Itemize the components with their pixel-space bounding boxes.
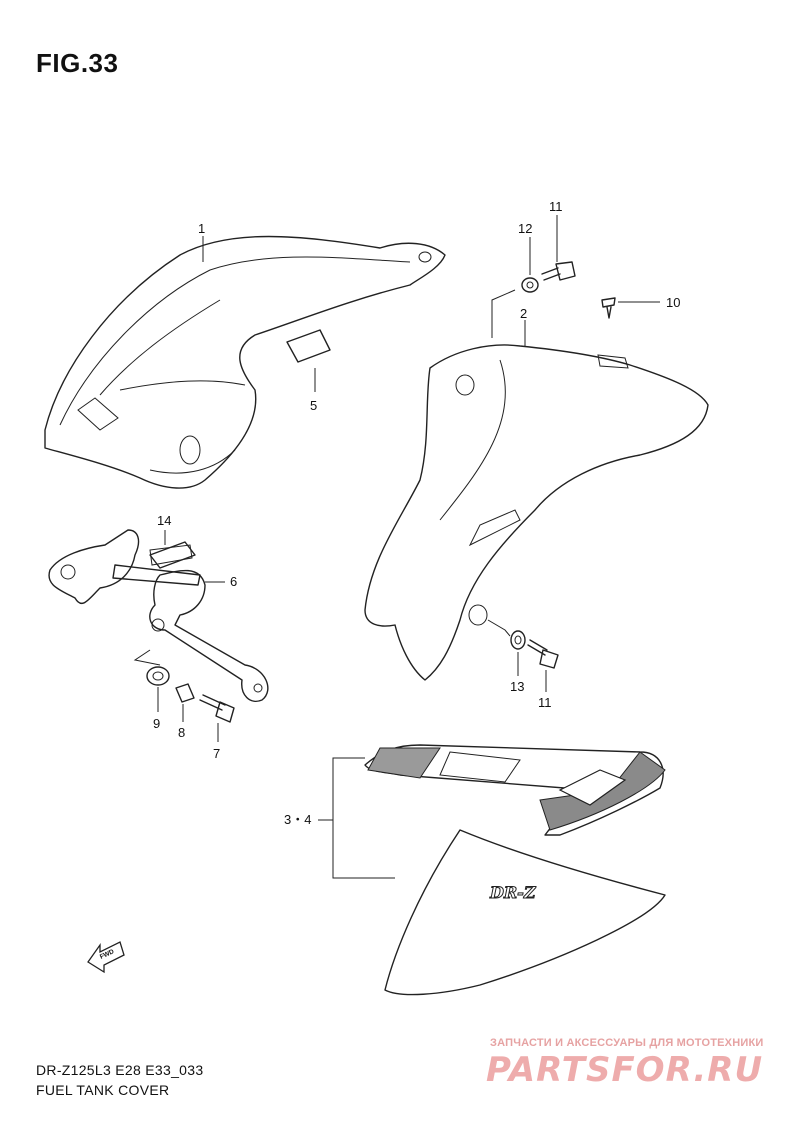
part-3-4-lower-decal: DR-Z xyxy=(384,829,666,996)
callout-7: 7 xyxy=(213,746,220,761)
callout-6: 6 xyxy=(230,574,237,589)
callout-12: 12 xyxy=(518,221,532,236)
part-9-grommet xyxy=(146,666,170,686)
watermark-brand-logo: PARTSFOR.RU xyxy=(486,1050,764,1090)
callout-10: 10 xyxy=(666,295,680,310)
callout-9: 9 xyxy=(153,716,160,731)
decal-dr-z-text: DR-Z xyxy=(489,883,537,902)
model-code: DR-Z125L3 E28 E33_033 xyxy=(36,1062,204,1078)
leader-lines xyxy=(133,215,660,879)
part-11-bolt-top xyxy=(541,261,576,281)
part-1-left-tank-cover xyxy=(44,235,446,489)
callout-3-4: 3・4 xyxy=(284,812,311,827)
section-name: FUEL TANK COVER xyxy=(36,1082,170,1098)
part-3-4-upper-decal xyxy=(364,744,666,836)
fwd-arrow-icon: FWD xyxy=(87,941,125,974)
callout-5: 5 xyxy=(310,398,317,413)
part-14-pad xyxy=(149,541,196,569)
callout-11-top: 11 xyxy=(549,199,563,214)
callout-2: 2 xyxy=(520,306,527,321)
figure-title: FIG.33 xyxy=(36,48,119,78)
watermark-tagline: ЗАПЧАСТИ И АКСЕССУАРЫ ДЛЯ МОТОТЕХНИКИ xyxy=(490,1037,764,1049)
part-6-bracket xyxy=(48,529,269,702)
part-7-bolt xyxy=(199,694,235,723)
part-10-clip xyxy=(601,297,616,319)
callout-11-bottom: 11 xyxy=(538,695,552,710)
callout-8: 8 xyxy=(178,725,185,740)
callout-1: 1 xyxy=(198,221,205,236)
part-5-pad xyxy=(286,329,331,363)
part-13-washer-bottom xyxy=(510,630,526,650)
callout-14: 14 xyxy=(157,513,171,528)
part-11-bolt-bottom xyxy=(527,639,559,669)
part-2-right-tank-cover xyxy=(364,344,709,681)
callout-13: 13 xyxy=(510,679,524,694)
part-8-spacer xyxy=(175,683,195,703)
part-12-washer-top xyxy=(521,277,539,293)
callout-labels: 1 2 3・4 5 6 7 8 9 10 11 11 12 13 14 xyxy=(153,199,680,827)
